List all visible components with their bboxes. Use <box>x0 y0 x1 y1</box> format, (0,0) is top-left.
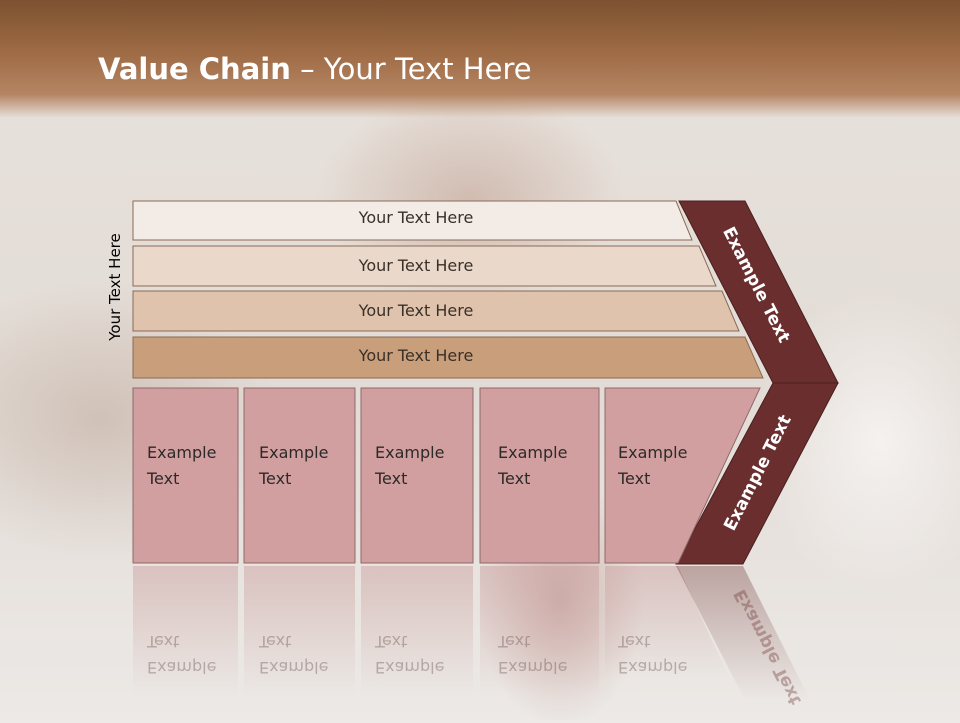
reflection-box-3 <box>361 566 473 696</box>
example-box-3 <box>360 387 474 564</box>
reflection-box-5 <box>605 566 730 680</box>
example-box-2 <box>243 387 356 564</box>
reflection-box-4 <box>480 566 599 696</box>
row-bar-1 <box>132 200 693 241</box>
reflection-text-5: Example Text <box>618 628 718 680</box>
title-bar <box>0 0 960 118</box>
row-bar-2 <box>132 245 717 287</box>
reflection-box-2 <box>244 566 355 696</box>
reflection-text-5-line2: Text <box>618 632 651 651</box>
row-bar-3 <box>132 290 740 332</box>
row-label-3: Your Text Here <box>358 301 474 320</box>
reflection-text-1: Example Text <box>147 628 247 680</box>
example-box-4 <box>479 387 600 564</box>
reflection-box-1 <box>133 566 238 696</box>
reflection-text-4-line1: Example <box>498 658 568 677</box>
example-box-1 <box>132 387 239 564</box>
box-text-2-line2: Text <box>259 469 292 488</box>
box-text-5-line2: Text <box>618 469 651 488</box>
box-text-3-line1: Example <box>375 443 445 462</box>
row-label-4: Your Text Here <box>358 346 474 365</box>
box-text-3-line2: Text <box>375 469 408 488</box>
reflection-text-3-line2: Text <box>375 632 408 651</box>
reflection-chevron <box>676 566 810 700</box>
reflection-text-2-line1: Example <box>259 658 329 677</box>
box-text-5-line1: Example <box>618 443 688 462</box>
title-rest: – Your Text Here <box>290 52 532 86</box>
reflection-text-4: Example Text <box>498 628 598 680</box>
box-text-1-line2: Text <box>147 469 180 488</box>
title-bold: Value Chain <box>98 52 291 86</box>
box-text-2-line1: Example <box>259 443 329 462</box>
reflection-text-3-line1: Example <box>375 658 445 677</box>
example-box-5 <box>604 387 761 564</box>
box-text-1-line1: Example <box>147 443 217 462</box>
reflection-text-3: Example Text <box>375 628 475 680</box>
row-label-1: Your Text Here <box>358 208 474 227</box>
reflection-text-2-line2: Text <box>259 632 292 651</box>
reflection-text-1-line2: Text <box>147 632 180 651</box>
box-text-4-line2: Text <box>498 469 531 488</box>
box-text-4-line1: Example <box>498 443 568 462</box>
reflection-text-1-line1: Example <box>147 658 217 677</box>
reflection-text-5-line1: Example <box>618 658 688 677</box>
row-bar-4 <box>132 336 764 379</box>
row-label-2: Your Text Here <box>358 256 474 275</box>
reflection-text-4-line2: Text <box>498 632 531 651</box>
slide-title: Value Chain – Your Text Here <box>98 52 532 86</box>
chevron-lower <box>675 382 839 565</box>
reflection-text-2: Example Text <box>259 628 359 680</box>
